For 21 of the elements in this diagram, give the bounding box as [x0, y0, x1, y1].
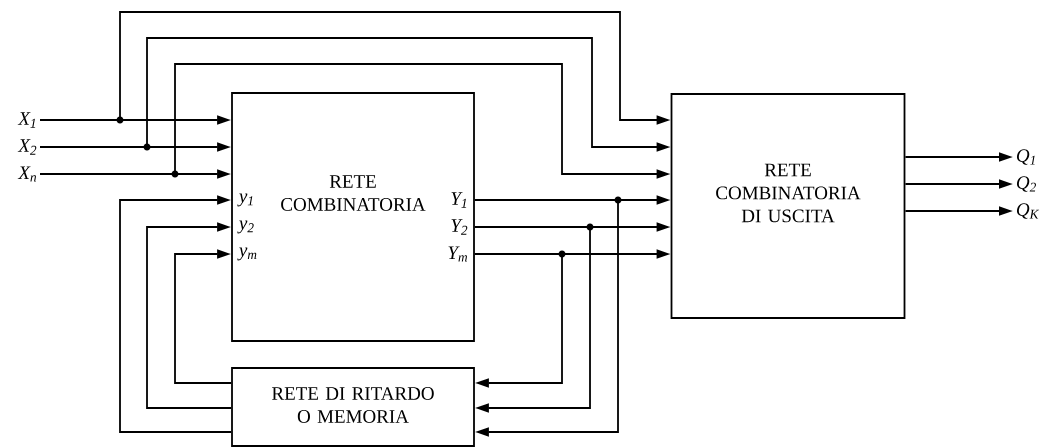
- signal-label: X$_{2}$: [17, 139, 37, 155]
- signal-label: Y$_{2}$: [451, 219, 468, 235]
- block-title: RETE COMBINATORIA: [281, 175, 426, 211]
- signal-label: y$_{1}$: [237, 193, 253, 207]
- signal-label: y$_{m}$: [237, 247, 257, 261]
- signal-label: Q$_{2}$: [1016, 176, 1036, 192]
- arrow: [146, 222, 232, 409]
- arrow: [474, 223, 594, 413]
- arrow: [174, 249, 232, 384]
- arrow: [474, 196, 622, 437]
- signal-label: X$_{n}$: [17, 166, 37, 182]
- signal-label: Y$_{m}$: [448, 246, 468, 262]
- arrow: [119, 195, 232, 433]
- signal-label: y$_{2}$: [237, 220, 254, 234]
- arrow: [474, 250, 566, 388]
- block-title: RETE DI RITARDO O MEMORIA: [272, 387, 434, 423]
- signal-label: Q$_{1}$: [1016, 149, 1035, 165]
- signal-label: Q$_{K}$: [1016, 203, 1040, 219]
- signal-label: X$_{1}$: [17, 112, 36, 128]
- signal-label: Y$_{1}$: [451, 192, 467, 208]
- block-title: RETE COMBINATORIA DI USCITA: [716, 163, 861, 223]
